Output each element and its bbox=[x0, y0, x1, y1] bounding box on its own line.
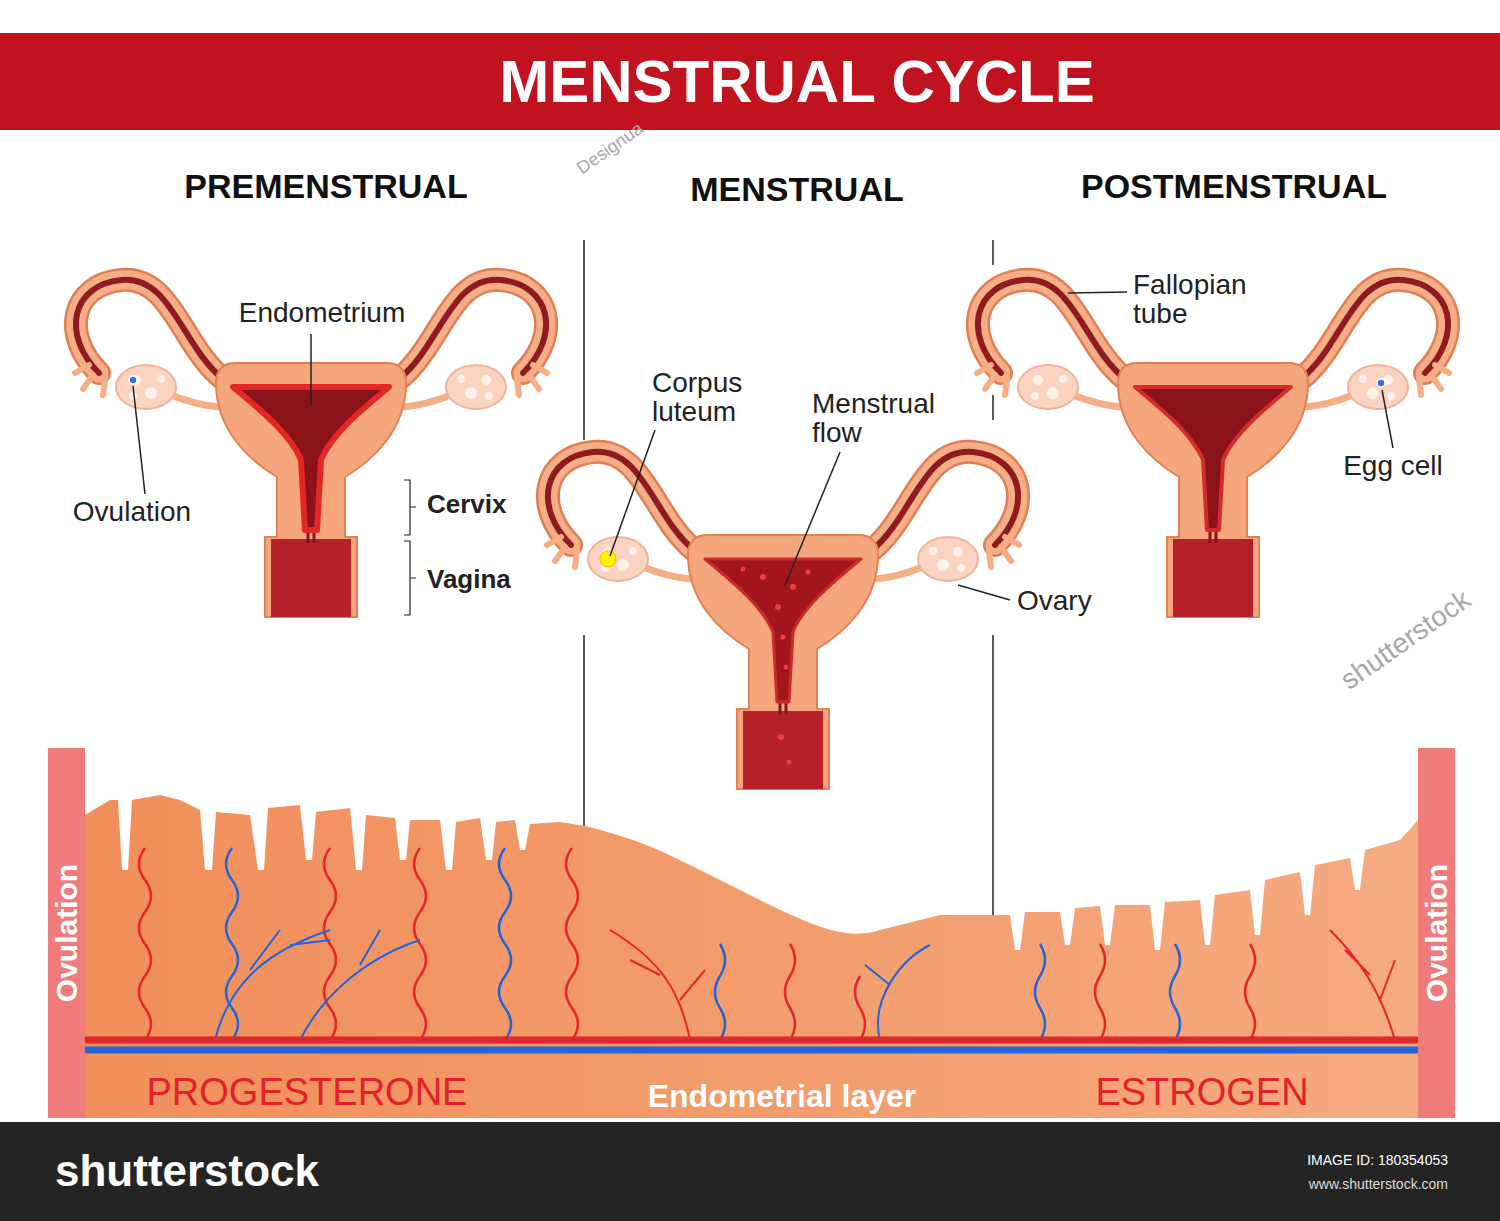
vein bbox=[60, 1047, 1420, 1054]
watermark: Designua bbox=[573, 118, 646, 177]
part-label: Cervix bbox=[427, 491, 507, 518]
part-label: Ovary bbox=[1017, 586, 1092, 615]
ovulation-bar: Ovulation bbox=[48, 748, 85, 1118]
hormone-label: ESTROGEN bbox=[1095, 1073, 1308, 1113]
part-label: Menstrual flow bbox=[812, 389, 952, 448]
title-text: MENSTRUAL CYCLE bbox=[499, 50, 1095, 113]
uterus-menstrual bbox=[547, 452, 1019, 789]
leader-lines bbox=[133, 292, 1393, 600]
footer-url: www.shutterstock.com bbox=[1309, 1177, 1448, 1192]
part-label: Vagina bbox=[427, 566, 511, 593]
part-label: Egg cell bbox=[1343, 451, 1443, 480]
brackets bbox=[404, 480, 416, 615]
ovulation-bar: Ovulation bbox=[1418, 748, 1455, 1118]
phase-heading: PREMENSTRUAL bbox=[184, 169, 467, 205]
ovulation-text: Ovulation bbox=[1422, 864, 1452, 1002]
spiral-arteries bbox=[139, 848, 1255, 1040]
ovulation-text: Ovulation bbox=[52, 864, 82, 1002]
part-label: Fallopian tube bbox=[1133, 270, 1273, 329]
footer-bar bbox=[0, 1122, 1500, 1221]
title-bar bbox=[0, 33, 1500, 130]
phase-heading: POSTMENSTRUAL bbox=[1081, 169, 1387, 205]
phase-heading: MENSTRUAL bbox=[690, 172, 903, 208]
watermark: shutterstock bbox=[1335, 585, 1476, 696]
part-label: Endometrium bbox=[239, 298, 406, 327]
part-label: Corpus luteum bbox=[652, 368, 782, 427]
artery bbox=[60, 1037, 1420, 1044]
footer-logo: shutterstock bbox=[55, 1148, 319, 1194]
layer-label: Endometrial layer bbox=[648, 1080, 917, 1114]
hormone-label: PROGESTERONE bbox=[147, 1073, 468, 1113]
branch-vessels bbox=[215, 930, 1395, 1040]
part-label: Ovulation bbox=[73, 497, 191, 526]
endometrial-layer bbox=[48, 795, 1455, 1118]
uterus-postmenstrual bbox=[977, 280, 1449, 617]
image-id: IMAGE ID: 180354053 bbox=[1307, 1153, 1448, 1168]
uterus-premenstrual bbox=[75, 280, 547, 617]
